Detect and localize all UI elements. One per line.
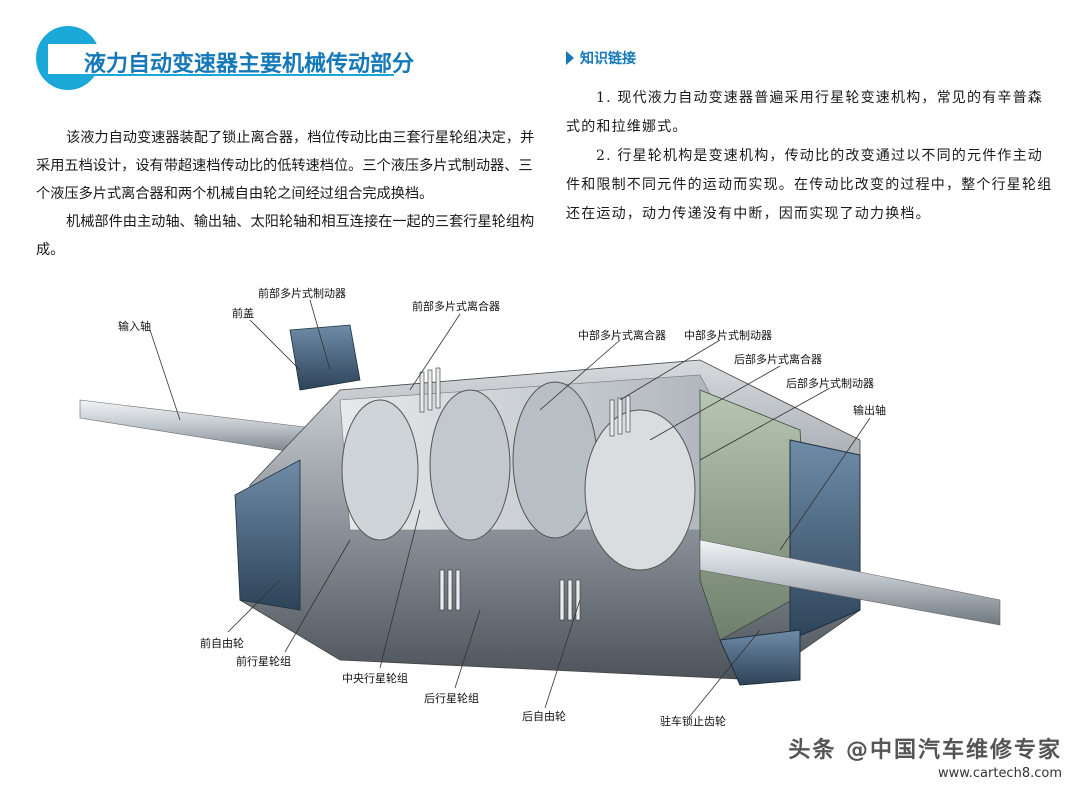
transmission-illustration — [79, 299, 1001, 717]
label-input-shaft: 输入轴 — [118, 320, 151, 333]
watermark-url: www.cartech8.com — [938, 766, 1062, 781]
label-rear-freewheel: 后自由轮 — [522, 710, 566, 723]
label-rear-brake: 后部多片式制动器 — [786, 377, 874, 390]
label-front-brake: 前部多片式制动器 — [258, 287, 346, 300]
watermark: 头条 @中国汽车维修专家 www.cartech8.com — [788, 732, 1062, 781]
label-front-planetary: 前行星轮组 — [236, 655, 291, 668]
side-heading-text: 知识链接 — [580, 51, 636, 67]
front-cover — [234, 459, 301, 611]
label-mid-clutch: 中部多片式离合器 — [578, 329, 666, 342]
watermark-line1: 头条 @中国汽车维修专家 — [788, 738, 1062, 763]
triangle-marker-icon — [566, 51, 574, 65]
label-mid-brake: 中部多片式制动器 — [684, 329, 772, 342]
label-output-shaft: 输出轴 — [853, 404, 886, 417]
front-planetary-drum — [341, 399, 419, 541]
label-rear-planetary: 后行星轮组 — [424, 692, 479, 705]
page-title: 液力自动变速器主要机械传动部分 — [84, 52, 415, 77]
rear-planetary-drum — [512, 381, 598, 539]
label-front-freewheel: 前自由轮 — [200, 637, 244, 650]
paragraph: 1. 现代液力自动变速器普遍采用行星轮变速机构，常见的有辛普森式的和拉维娜式。 — [566, 90, 1044, 135]
paragraph: 机械部件由主动轴、输出轴、太阳轮轴和相互连接在一起的三套行星轮组构成。 — [36, 214, 535, 258]
title-box — [48, 44, 394, 76]
paragraph: 该液力自动变速器装配了锁止离合器，档位传动比由三套行星轮组决定，并采用五档设计，… — [36, 130, 535, 202]
transmission-cutaway-diagram: 前部多片式制动器 前盖 前部多片式离合器 输入轴 中部多片式离合器 中部多片式制… — [0, 280, 1080, 740]
center-planetary-drum — [429, 389, 511, 541]
label-center-planetary: 中央行星轮组 — [342, 672, 408, 685]
knowledge-link-heading: 知识链接 — [566, 48, 636, 68]
label-front-cover: 前盖 — [232, 307, 254, 320]
knowledge-text: 1. 现代液力自动变速器普遍采用行星轮变速机构，常见的有辛普森式的和拉维娜式。 … — [566, 84, 1054, 229]
title-banner: 液力自动变速器主要机械传动部分 — [36, 26, 414, 90]
output-shaft — [699, 539, 1001, 626]
label-front-clutch: 前部多片式离合器 — [412, 300, 500, 313]
paragraph: 2. 行星轮机构是变速机构，传动比的改变通过以不同的元件作主动件和限制不同元件的… — [566, 148, 1053, 222]
intro-text: 该液力自动变速器装配了锁止离合器，档位传动比由三套行星轮组决定，并采用五档设计，… — [36, 124, 536, 264]
rear-flange — [789, 439, 861, 641]
label-parking-gear: 驻车锁止齿轮 — [660, 715, 726, 728]
label-rear-clutch: 后部多片式离合器 — [734, 353, 822, 366]
